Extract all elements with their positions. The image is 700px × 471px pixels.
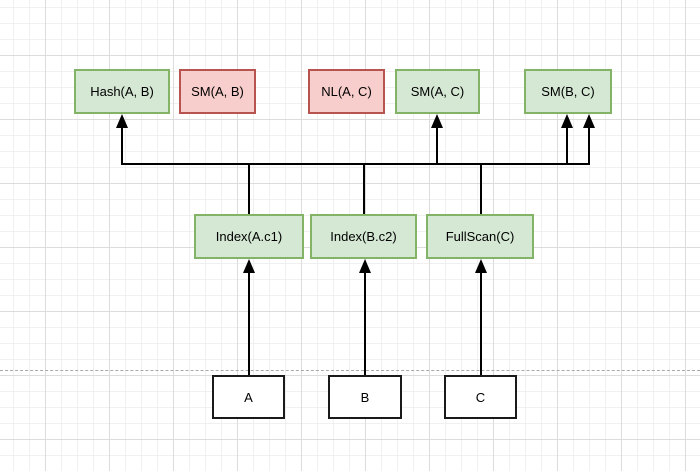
edge-bus-to-sm-bc-2[interactable] <box>588 126 590 165</box>
node-label: NL(A, C) <box>321 84 372 99</box>
arrowhead-sm-bc-1 <box>561 114 573 128</box>
edge-table-b-to-index-b[interactable] <box>364 271 366 375</box>
arrowhead-sm-ac <box>431 114 443 128</box>
edge-bus-to-sm-bc-1[interactable] <box>566 126 568 165</box>
node-label: Hash(A, B) <box>90 84 154 99</box>
arrowhead-fullscan-c <box>475 259 487 273</box>
edge-table-c-to-fullscan-c[interactable] <box>480 271 482 375</box>
node-label: B <box>360 389 370 405</box>
join-node-hash-ab[interactable]: Hash(A, B) <box>74 69 170 114</box>
edge-table-a-to-index-a[interactable] <box>248 271 250 375</box>
edge-index-a-to-bus[interactable] <box>248 163 250 216</box>
node-label: A <box>244 389 253 405</box>
table-node-a[interactable]: A <box>212 375 285 419</box>
join-node-sm-ac[interactable]: SM(A, C) <box>395 69 480 114</box>
table-node-b[interactable]: B <box>328 375 402 419</box>
node-label: SM(A, C) <box>410 84 465 99</box>
node-label: FullScan(C) <box>445 229 515 244</box>
access-node-index-a-c1[interactable]: Index(A.c1) <box>194 214 304 259</box>
node-label: C <box>475 389 486 405</box>
join-node-sm-bc[interactable]: SM(B, C) <box>524 69 612 114</box>
edge-fullscan-c-to-bus[interactable] <box>480 163 482 216</box>
node-label: Index(A.c1) <box>215 229 283 244</box>
arrowhead-index-a <box>243 259 255 273</box>
edge-index-b-to-bus[interactable] <box>363 163 365 216</box>
join-node-sm-ab[interactable]: SM(A, B) <box>179 69 256 114</box>
arrowhead-index-b <box>359 259 371 273</box>
access-node-index-b-c2[interactable]: Index(B.c2) <box>310 214 417 259</box>
node-label: SM(B, C) <box>541 84 595 99</box>
arrowhead-hash-ab <box>116 114 128 128</box>
join-node-nl-ac[interactable]: NL(A, C) <box>308 69 385 114</box>
arrowhead-sm-bc-2 <box>583 114 595 128</box>
node-label: Index(B.c2) <box>330 229 397 244</box>
edge-shared-bus[interactable] <box>121 163 590 165</box>
page-separator-line <box>0 370 700 371</box>
table-node-c[interactable]: C <box>444 375 517 419</box>
node-label: SM(A, B) <box>191 84 244 99</box>
edge-bus-to-hash-ab[interactable] <box>121 126 123 165</box>
edge-bus-to-sm-ac[interactable] <box>436 126 438 165</box>
access-node-fullscan-c[interactable]: FullScan(C) <box>426 214 534 259</box>
